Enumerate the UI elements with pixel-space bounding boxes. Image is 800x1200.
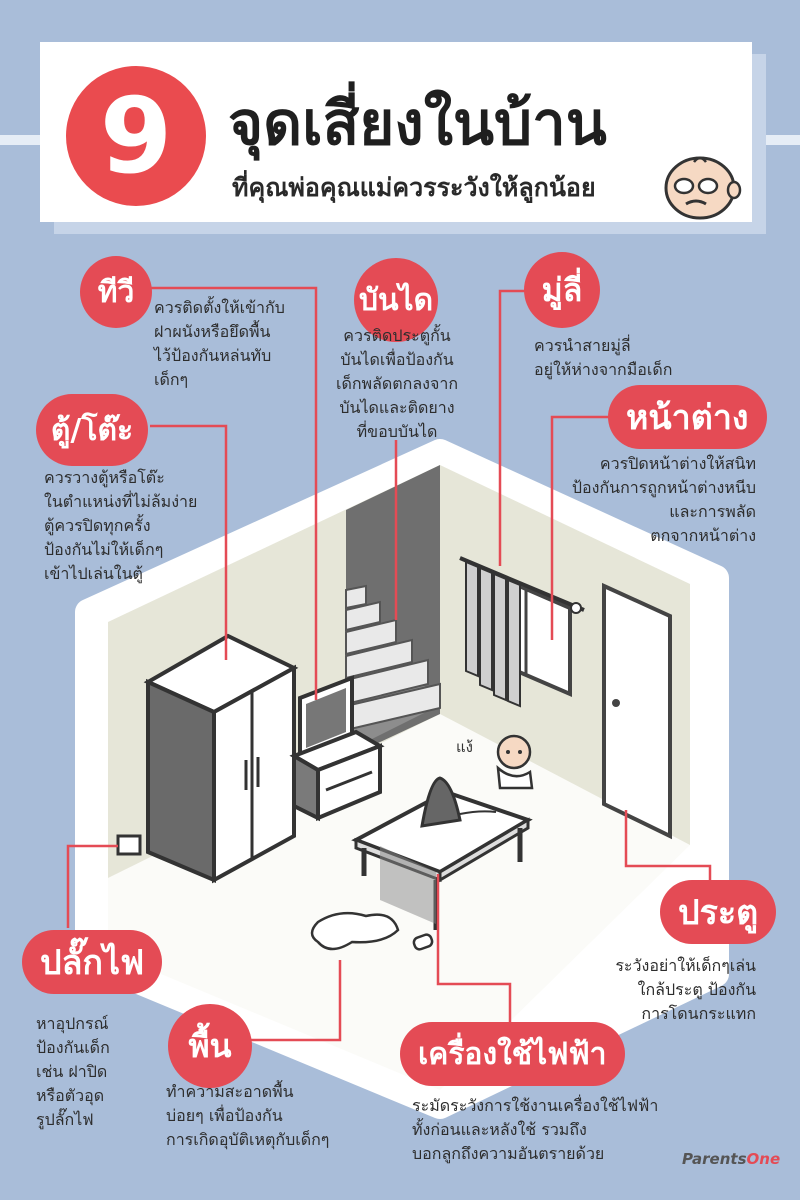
desc-floor: ทำความสะอาดพื้น บ่อยๆ เพื่อป้องกัน การเก… [166,1082,330,1149]
desc-door: ระวังอย่าให้เด็กๆเล่น ใกล้ประตู ป้องกัน … [615,956,756,1023]
label-stairs: บันได [354,258,438,342]
label-tv: ทีวี [80,256,152,328]
label-plug: ปลั๊กไฟ [22,930,163,994]
label-blinds: มู่ลี่ [524,252,600,328]
label-door: ประตู [660,880,777,944]
label-window: หน้าต่าง [608,385,767,449]
label-cabinet: ตู้/โต๊ะ [36,394,148,466]
desc-stairs: ควรติดประตูกั้น บันไดเพื่อป้องกัน เด็กพล… [335,326,459,441]
number-badge: 9 [66,66,206,206]
desc-blinds: ควรนำสายมู่ลี่ อยู่ให้ห่างจากมือเด็ก [534,336,673,379]
brand-logo: ParentsOne [682,1150,780,1168]
page-title: จุดเสี่ยงในบ้าน [228,89,607,159]
logo-right-text: One [746,1150,781,1168]
label-appliance: เครื่องใช้ไฟฟ้า [400,1022,625,1086]
label-floor: พื้น [168,1004,252,1088]
logo-left-text: Parents [682,1150,747,1168]
page-subtitle: ที่คุณพ่อคุณแม่ควรระวังให้ลูกน้อย [232,173,596,202]
desc-cabinet: ควรวางตู้หรือโต๊ะ ในตำแหน่งที่ไม่ล้มง่าย… [44,468,198,583]
desc-window: ควรปิดหน้าต่างให้สนิท ป้องกันการถูกหน้าต… [571,454,756,545]
baby-cry-text: แง้ [456,738,473,756]
worried-baby-face-icon [664,156,742,220]
desc-plug: หาอุปกรณ์ ป้องกันเด็ก เช่น ฝาปิด หรือตัว… [36,1014,110,1129]
desc-tv: ควรติดตั้งให้เข้ากับ ฝาผนังหรือยึดพื้น ไ… [154,298,285,389]
desc-appliance: ระมัดระวังการใช้งานเครื่องใช้ไฟฟ้า ทั้งก… [412,1096,659,1163]
